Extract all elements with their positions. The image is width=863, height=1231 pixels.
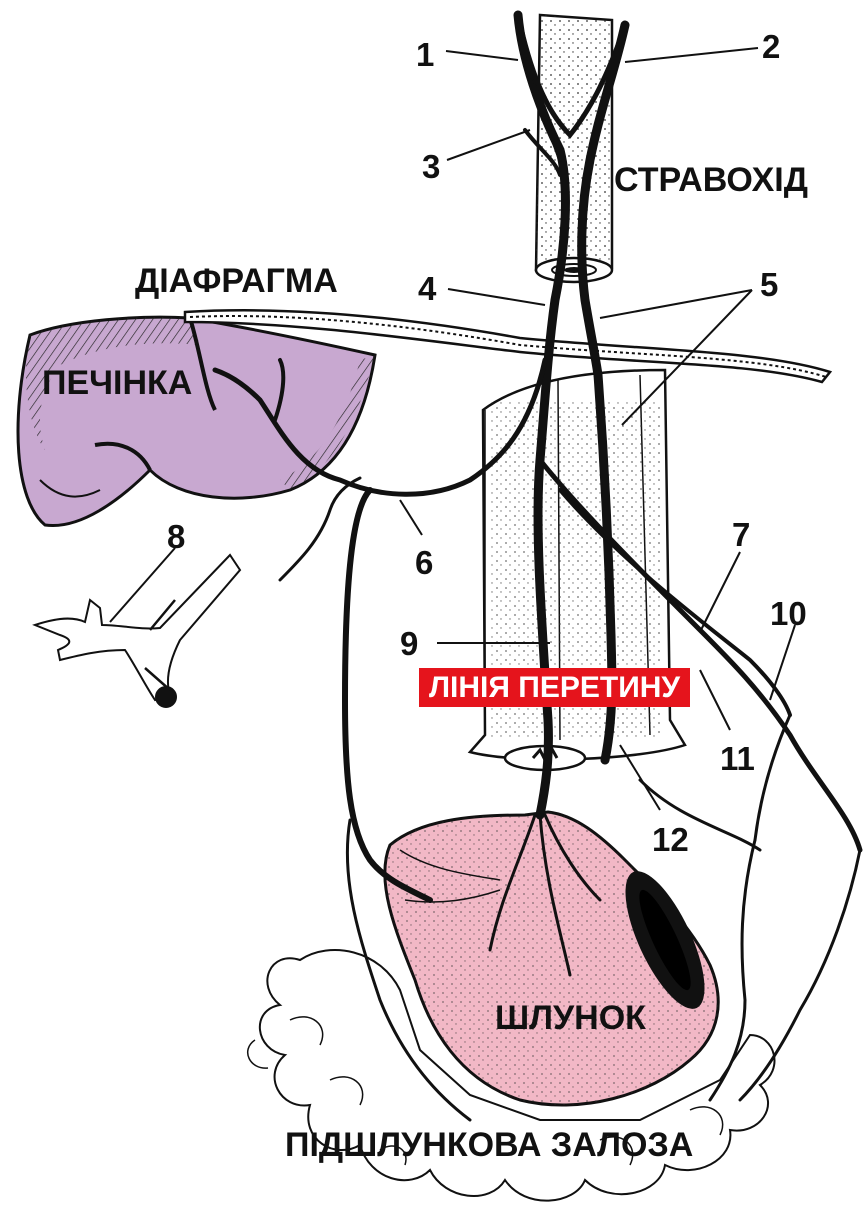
liver-label: ПЕЧІНКА	[42, 366, 192, 400]
esophagus-label: СТРАВОХІД	[614, 163, 808, 197]
liver	[18, 317, 375, 525]
label-10: 10	[770, 597, 807, 630]
cut-line-label: ЛІНІЯ ПЕРЕТИНУ	[419, 668, 690, 707]
stomach-label: ШЛУНОК	[495, 1001, 646, 1035]
label-9: 9	[400, 627, 418, 660]
hepatic-duct	[35, 555, 240, 707]
label-3: 3	[422, 150, 440, 183]
pancreas-label: ПІДШЛУНКОВА ЗАЛОЗА	[285, 1128, 693, 1162]
label-2: 2	[762, 30, 780, 63]
label-1: 1	[416, 38, 434, 71]
diaphragm-label: ДІАФРАГМА	[135, 264, 338, 298]
label-11: 11	[720, 742, 755, 775]
label-8: 8	[167, 520, 185, 553]
label-5: 5	[760, 268, 778, 301]
label-12: 12	[652, 823, 689, 856]
label-7: 7	[732, 518, 750, 551]
esophagus-lower	[470, 370, 685, 770]
esophagus-upper	[536, 15, 612, 282]
label-4: 4	[418, 272, 436, 305]
label-6: 6	[415, 546, 433, 579]
